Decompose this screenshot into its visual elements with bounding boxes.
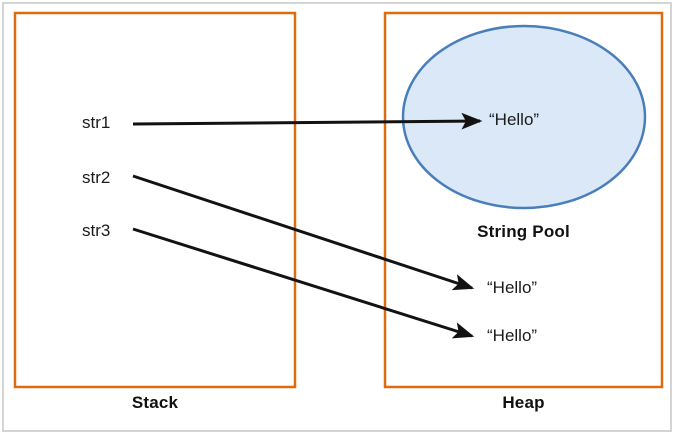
heap-caption: Heap <box>502 393 545 412</box>
stack-caption: Stack <box>131 393 179 412</box>
stack-variable-str2: str2 <box>82 168 111 187</box>
string-pool-ellipse <box>401 24 647 210</box>
stack-variable-str1: str1 <box>82 113 111 132</box>
stack-variable-str3: str3 <box>82 221 111 240</box>
string-pool-value: “Hello” <box>489 110 540 129</box>
string-pool-caption: String Pool <box>477 222 570 241</box>
stack-region-box <box>13 11 297 389</box>
heap-value-2: “Hello” <box>487 326 538 345</box>
heap-value-1: “Hello” <box>487 278 538 297</box>
